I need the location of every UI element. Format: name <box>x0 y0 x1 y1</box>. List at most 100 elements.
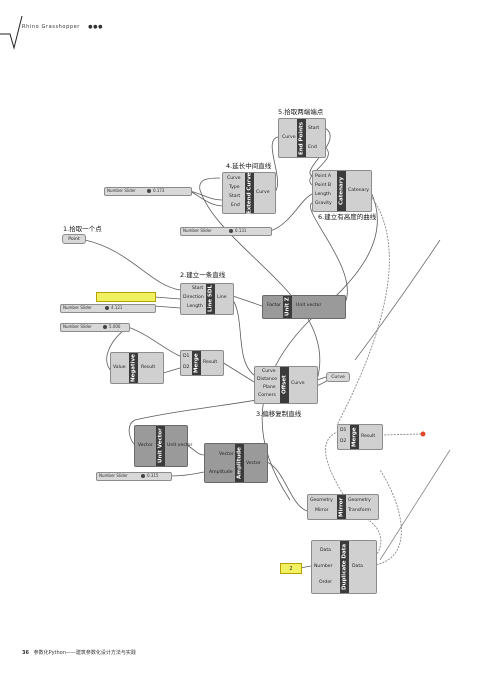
port-end[interactable]: End <box>231 203 240 208</box>
length-slider[interactable]: Number Slider 4.121 <box>60 304 156 313</box>
port-catenary-out[interactable]: Catenary <box>348 188 369 193</box>
port-d2[interactable]: D2 <box>340 439 347 444</box>
port-distance[interactable]: Distance <box>257 377 278 382</box>
merge-2-component[interactable]: D1 D2 Merge Result <box>337 424 383 450</box>
port-vector-out[interactable]: Vector <box>246 461 261 466</box>
offset-slider[interactable]: Number Slider 5.000 <box>60 323 130 332</box>
port-number[interactable]: Number <box>314 564 333 569</box>
amplitude-component[interactable]: Vector Amplitude Amplitude Vector <box>204 443 268 483</box>
port-mirror[interactable]: Mirror <box>315 508 329 513</box>
port-point-b[interactable]: Point B <box>315 183 332 188</box>
catenary-title: Catenary <box>337 171 346 211</box>
port-start[interactable]: Start <box>229 194 241 199</box>
port-result[interactable]: Result <box>361 434 376 439</box>
merge-title: Merge <box>192 351 201 375</box>
port-unit-vector-out[interactable]: Unit vector <box>167 443 193 448</box>
slider-knob[interactable] <box>141 474 145 478</box>
port-d1[interactable]: D1 <box>340 428 347 433</box>
slider-value: 0.173 <box>153 188 165 193</box>
port-length[interactable]: Length <box>315 192 331 197</box>
amplitude-title: Amplitude <box>235 444 244 482</box>
slider-name: Number Slider <box>107 188 136 193</box>
slider-knob[interactable] <box>229 229 233 233</box>
long-wire <box>354 239 441 361</box>
port-value[interactable]: Value <box>113 365 126 370</box>
line-sdl-component[interactable]: Start Direction Length Line SDL Line <box>180 283 234 315</box>
slider-knob[interactable] <box>103 325 107 329</box>
catenary-component[interactable]: Point A Point B Length Gravity Catenary … <box>312 170 372 212</box>
unit-z-title: Unit Z <box>283 296 292 318</box>
slider-knob[interactable] <box>105 306 109 310</box>
annotation-1: 1.拾取一个点 <box>63 225 102 233</box>
extend-curve-component[interactable]: Curve Type Start End Extend Curve Curve <box>222 172 276 214</box>
offset-title: Offset <box>280 367 289 403</box>
unit-z-component[interactable]: Factor Unit Z Unit vector <box>262 295 346 319</box>
merge-component[interactable]: D1 D2 Merge Result <box>180 350 224 376</box>
catenary-length-slider[interactable]: Number Slider 0.131 <box>180 227 272 236</box>
port-type[interactable]: Type <box>229 185 240 190</box>
unit-vector-title: Unit Vector <box>156 426 165 466</box>
port-end-out[interactable]: End <box>308 145 317 150</box>
offset-component[interactable]: Curve Distance Plane Corners Offset Curv… <box>254 366 318 404</box>
port-transform-out[interactable]: Transform <box>348 508 371 513</box>
wire-ext-end <box>271 136 279 193</box>
slider-name: Number Slider <box>63 324 92 329</box>
port-curve-out[interactable]: Curve <box>256 190 270 195</box>
end-points-component[interactable]: Curve End Points Start End <box>278 118 326 158</box>
wire-s-ext2 <box>189 190 223 207</box>
port-vector[interactable]: Vector <box>219 452 234 457</box>
port-unit-vector-out[interactable]: Unit vector <box>296 303 322 308</box>
extend-slider[interactable]: Number Slider 0.173 <box>104 187 192 196</box>
port-data-out[interactable]: Data <box>352 564 363 569</box>
port-plane[interactable]: Plane <box>263 385 276 390</box>
port-data[interactable]: Data <box>320 548 331 553</box>
number-panel[interactable]: 2 <box>280 563 302 574</box>
port-point-a[interactable]: Point A <box>315 174 332 179</box>
slider-knob[interactable] <box>147 189 151 193</box>
annotation-3: 3.偏移复制直线 <box>256 410 302 418</box>
port-length[interactable]: Length <box>187 304 203 309</box>
port-factor[interactable]: Factor <box>267 303 282 308</box>
negative-title: Negative <box>129 353 138 383</box>
negative-component[interactable]: Value Negative Result <box>110 352 164 384</box>
output-dot <box>420 431 426 437</box>
wire-point-line <box>84 239 181 291</box>
duplicate-data-title: Duplicate Data <box>340 541 349 593</box>
port-gravity[interactable]: Gravity <box>315 201 332 206</box>
duplicate-data-component[interactable]: Data Number Order Duplicate Data Data <box>311 540 377 594</box>
port-vector[interactable]: Vector <box>138 443 153 448</box>
mirror-component[interactable]: Geometry Mirror Mirror Geometry Transfor… <box>307 494 379 520</box>
port-start-out[interactable]: Start <box>308 126 320 131</box>
point-param[interactable]: Point <box>62 234 86 244</box>
port-result[interactable]: Result <box>203 360 218 365</box>
wire-dup-out <box>369 469 402 567</box>
annotation-5: 5.拾取两端端点 <box>278 108 324 116</box>
port-geometry[interactable]: Geometry <box>310 498 333 503</box>
port-d2[interactable]: D2 <box>183 365 190 370</box>
direction-panel[interactable] <box>96 292 156 302</box>
header-dots: ●●● <box>88 24 104 30</box>
wire-dir <box>154 296 181 300</box>
port-geometry-out[interactable]: Geometry <box>348 498 371 503</box>
port-order[interactable]: Order <box>319 580 333 585</box>
wire-z-cat <box>310 202 348 304</box>
port-line-out[interactable]: Line <box>217 295 227 300</box>
wire-merge-out <box>380 433 423 436</box>
amplitude-slider[interactable]: Number Slider 0.315 <box>96 472 172 481</box>
wire-amp-in <box>169 471 205 477</box>
line-sdl-title: Line SDL <box>206 284 215 314</box>
wire-end-cat2 <box>309 146 329 186</box>
port-d1[interactable]: D1 <box>183 354 190 359</box>
port-corners[interactable]: Corners <box>258 393 276 398</box>
port-direction[interactable]: Direction <box>183 295 204 300</box>
unit-vector-component[interactable]: Vector Unit Vector Unit vector <box>134 425 192 467</box>
port-amplitude[interactable]: Amplitude <box>209 470 233 475</box>
port-curve-out[interactable]: Curve <box>291 381 305 386</box>
port-result[interactable]: Result <box>141 365 156 370</box>
port-curve[interactable]: Curve <box>282 135 296 140</box>
port-curve[interactable]: Curve <box>227 176 241 181</box>
port-start[interactable]: Start <box>192 286 204 291</box>
port-curve[interactable]: Curve <box>262 369 276 374</box>
curve-param[interactable]: Curve <box>326 372 350 382</box>
